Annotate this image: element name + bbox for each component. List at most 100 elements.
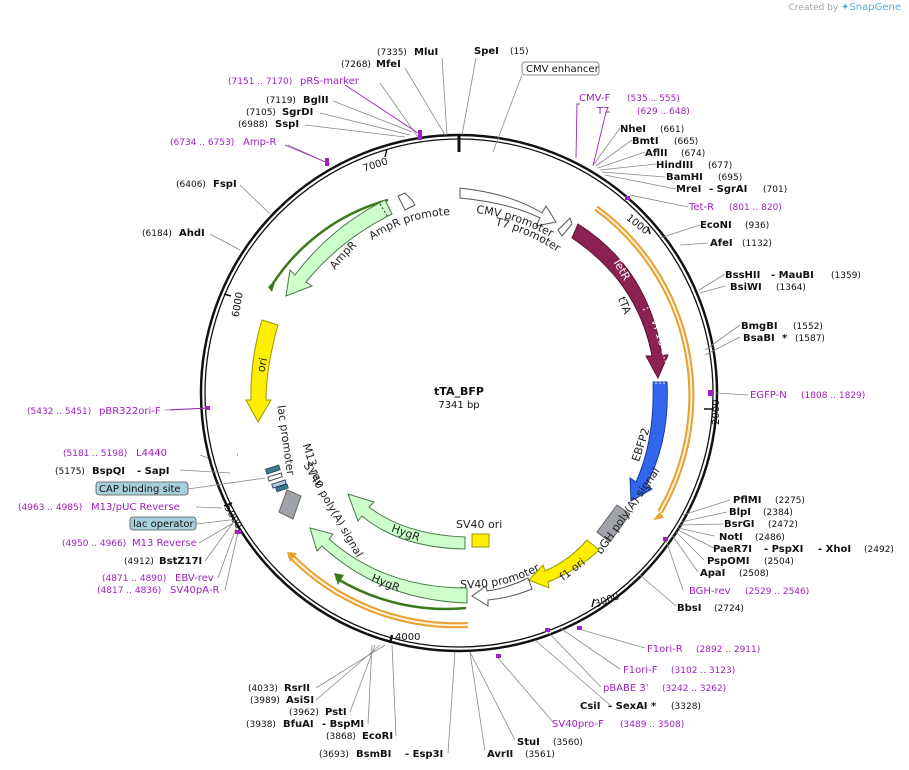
ahdi-label: AhdI: [179, 228, 205, 239]
cap-site-feature[interactable]: [275, 483, 289, 493]
f1-ori-feature[interactable]: [528, 539, 600, 589]
sv40pa-r-label: SV40pA-R: [170, 585, 219, 596]
stui-position: (3560): [553, 738, 583, 748]
t7-primer-label: T7: [596, 106, 609, 117]
f1ori-f-label: F1ori-F: [623, 665, 658, 676]
econi-position: (936): [745, 221, 769, 231]
cmv-f-range: (535 .. 555): [627, 94, 680, 104]
sv40-polya-feature[interactable]: [278, 489, 302, 520]
hindiii-position: (677): [708, 161, 732, 171]
sapi-label: - SapI: [137, 466, 169, 477]
m13-rev-feature[interactable]: [264, 464, 281, 475]
ampr-feature[interactable]: [285, 199, 393, 297]
l4440-range: (5181 .. 5198): [63, 449, 127, 459]
sv40-promoter-feature[interactable]: [471, 577, 533, 607]
sv40pa-r-range: (4817 .. 4836): [97, 586, 161, 596]
site-labels-right: BGH-rev (2529 .. 2546) ApaI (2508) PspOM…: [579, 93, 894, 597]
pbabe-range: (3242 .. 3262): [662, 684, 726, 694]
t7-promoter-feature[interactable]: [557, 217, 573, 237]
ampr-promoter-feature[interactable]: [397, 192, 416, 211]
site-labels-left: (5432 .. 5451) pBR322ori-F (5181 .. 5198…: [18, 406, 219, 596]
hygr-inner-label: HygR: [390, 522, 422, 544]
bmti-position: (665): [674, 137, 698, 147]
prs-marker-range: (7151 .. 7170): [228, 77, 292, 87]
bgh-rev-label: BGH-rev: [689, 586, 731, 597]
bgh-polya-feature[interactable]: [596, 504, 631, 543]
bglii-position: (7119): [266, 96, 296, 106]
mlui-label: MluI: [414, 47, 438, 58]
tick-label-6000: 6000: [231, 291, 246, 318]
bsshii-label: BssHII: [725, 270, 760, 281]
asisi-position: (3989): [250, 696, 280, 706]
pbabe-label: pBABE 3': [603, 683, 649, 694]
t7-primer-range: (629 .. 648): [637, 107, 690, 117]
plasmid-length: 7341 bp: [438, 400, 479, 411]
sgrdi-position: (7105): [246, 108, 276, 118]
primer-leader-lines: [169, 84, 610, 456]
cmv-promoter-feature[interactable]: [459, 187, 557, 227]
hygr-green-arrow: [334, 573, 344, 585]
blpi-position: (2384): [763, 508, 793, 518]
bsiwi-position: (1364): [776, 283, 806, 293]
f1ori-r-label: F1ori-R: [647, 644, 683, 655]
asisi-label: AsiSI: [286, 695, 314, 706]
hygr-inner-feature[interactable]: [347, 493, 466, 550]
tick-mark-6000: [223, 293, 232, 297]
m13-reverse-label: M13 Reverse: [132, 538, 197, 549]
bstz17i-position: (4912): [124, 557, 154, 567]
tick-mark-7000: [384, 148, 388, 158]
hygr-outer-feature[interactable]: [309, 527, 468, 604]
tet-r-primer-label: Tet-R: [688, 202, 714, 213]
amp-r-primer-label: Amp-R: [243, 137, 277, 148]
sspi-position: (6988): [238, 120, 268, 130]
egfp-n-label: EGFP-N: [750, 390, 787, 401]
xhoi-label: - XhoI: [818, 544, 851, 555]
pbr322-label: pBR322ori-F: [99, 406, 161, 417]
l4440-label: L4440: [136, 448, 167, 459]
sv40-ori-feature[interactable]: [471, 533, 490, 548]
snapgene-logo: ✦: [841, 2, 850, 13]
bglii-label: BglII: [303, 95, 329, 106]
tick-label-4000: 4000: [395, 632, 420, 643]
lac-operator-feature[interactable]: [271, 479, 287, 489]
f1ori-r-range: (2892 .. 2911): [696, 645, 760, 655]
mfei-label: MfeI: [376, 59, 401, 70]
ampr-green-arrow: [268, 279, 276, 292]
ebfp2-feature[interactable]: [629, 381, 668, 502]
cap-binding-site-box[interactable]: [95, 481, 189, 496]
cmv-enhancer-box[interactable]: [521, 61, 600, 76]
sv40pro-f-range: (3489 .. 3508): [620, 720, 684, 730]
bbsi-position: (2724): [714, 604, 744, 614]
primer-markers: [205, 130, 713, 658]
sgrdi-label: SgrDI: [282, 107, 313, 118]
credit-brand: SnapGene: [849, 2, 901, 13]
ecori-label: EcoRI: [362, 731, 393, 742]
lac-operator-box[interactable]: [129, 516, 197, 531]
maubi-label: - MauBI: [771, 270, 814, 281]
hygr-green-line: [335, 576, 467, 611]
orange-arc-bottom-inner: [289, 554, 469, 627]
afei-label: AfeI: [710, 238, 733, 249]
bmgbi-position: (1552): [793, 322, 823, 332]
lac-operator-label: lac operator: [133, 519, 194, 530]
tetr-feature[interactable]: [571, 223, 669, 380]
bsmbi-position: (3693): [319, 750, 349, 760]
orange-arrow-bottom: [287, 552, 297, 562]
ori-feature[interactable]: [245, 319, 279, 424]
mrei-position: (701): [763, 185, 787, 195]
blpi-label: BlpI: [729, 507, 751, 518]
hindiii-label: HindIII: [656, 160, 693, 171]
tick-label-7000: 7000: [362, 156, 390, 174]
psti-position: (3962): [289, 708, 319, 718]
apai-label: ApaI: [700, 568, 725, 579]
m13puc-label: M13/pUC Reverse: [91, 502, 180, 513]
mlui-position: (7335): [377, 48, 407, 58]
avrii-label: AvrII: [487, 749, 513, 760]
lac-promoter-feature[interactable]: [267, 472, 283, 482]
bsabi-label: BsaBI: [743, 333, 775, 344]
bspqi-label: BspQI: [92, 466, 125, 477]
bfuai-position: (3938): [246, 720, 276, 730]
ampr-dashed-marker: [379, 203, 389, 218]
cap-binding-site-label: CAP binding site: [99, 484, 181, 495]
pspomi-label: PspOMI: [707, 556, 749, 567]
